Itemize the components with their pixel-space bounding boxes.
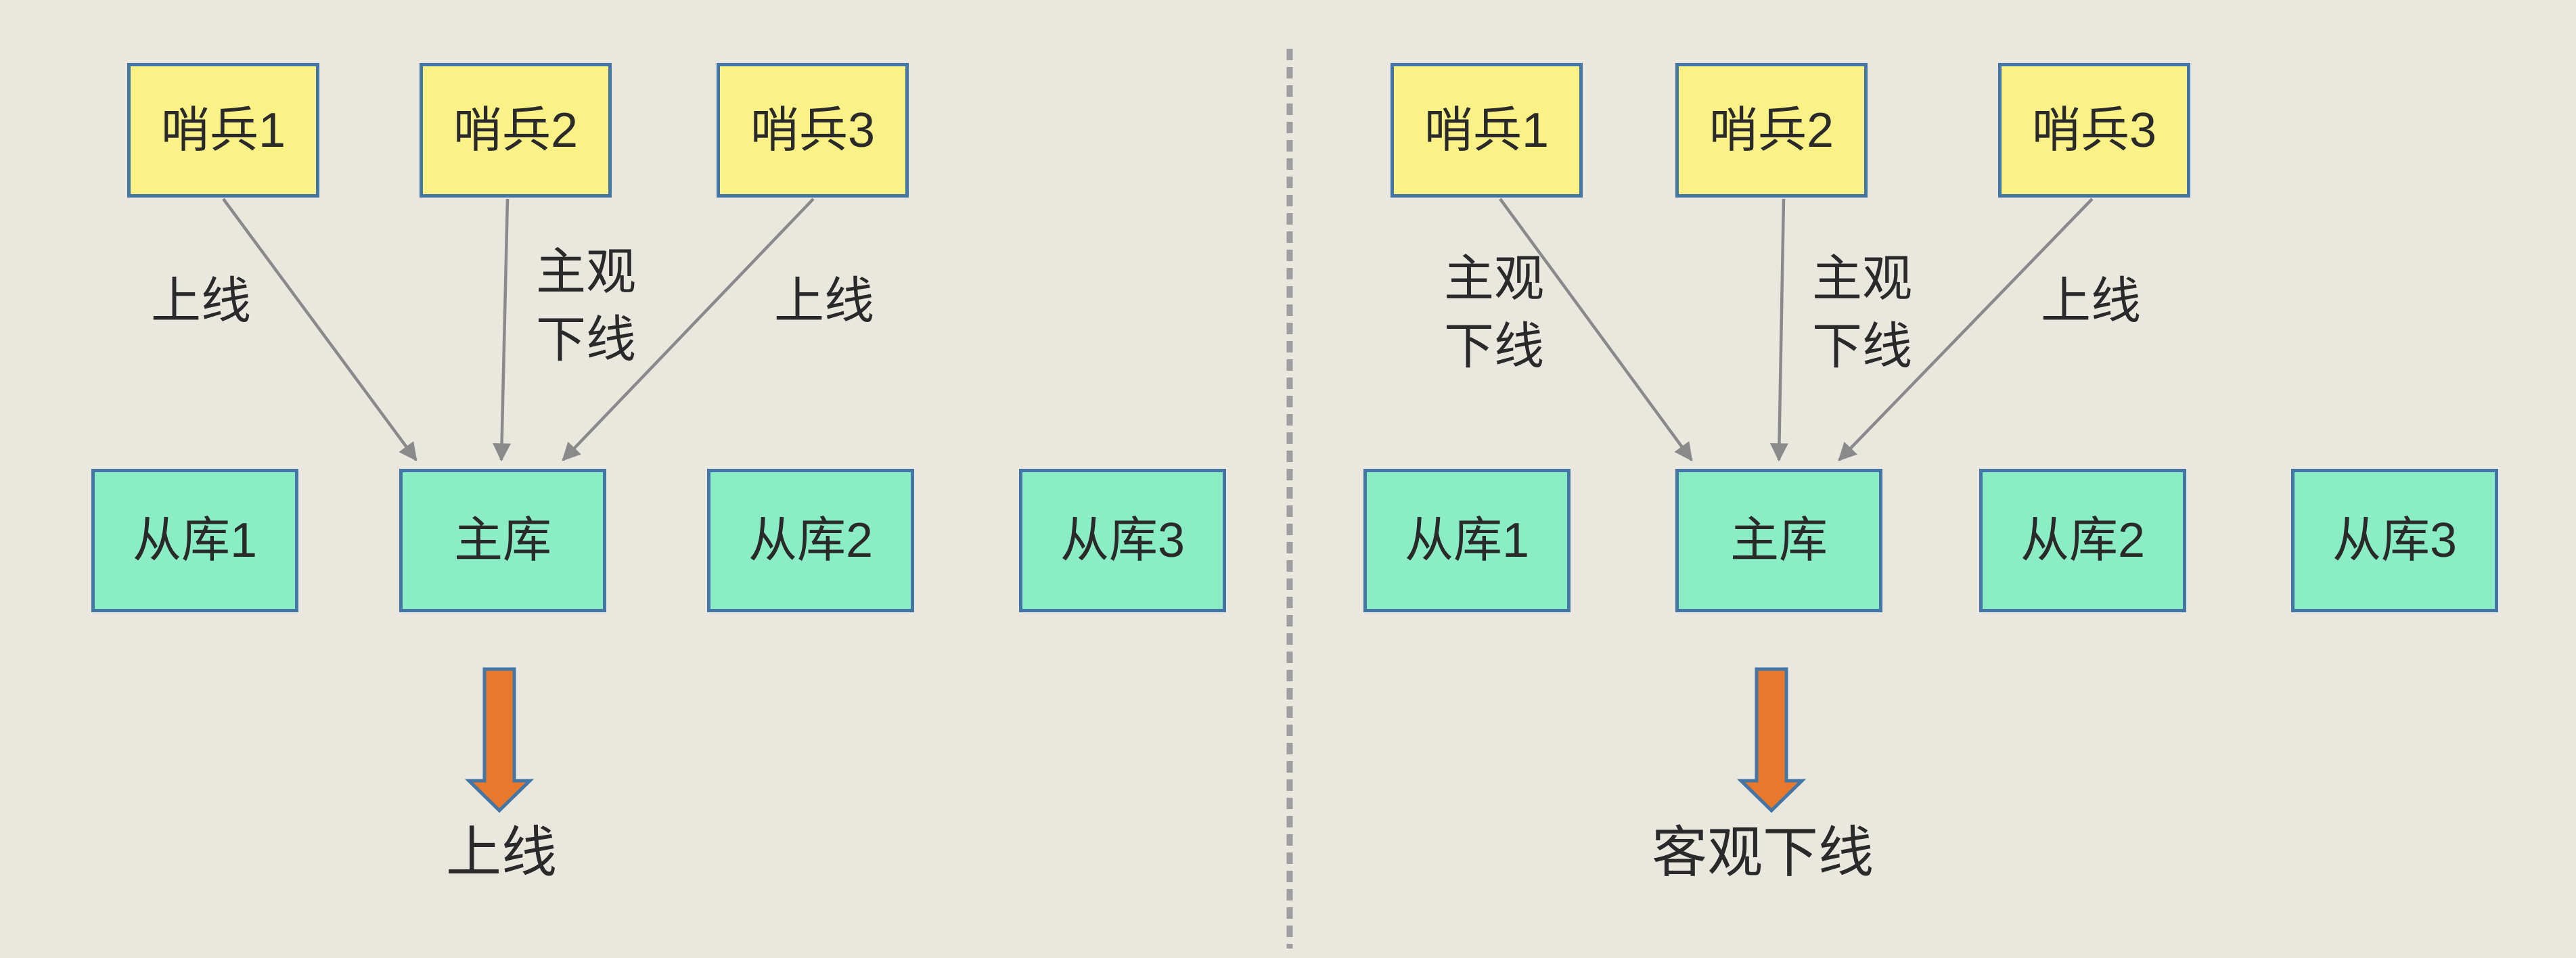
replica-1-box-left: 从库1 [91, 469, 298, 612]
connector-sentinel1-to-master-right [1499, 198, 1693, 461]
sentinel-2-box-left: 哨兵2 [420, 63, 612, 198]
replica-3-box-left: 从库3 [1019, 469, 1226, 612]
result-label-left: 上线 [445, 822, 558, 884]
connector-sentinel3-to-master-right [1838, 198, 2094, 461]
replica-2-box-right: 从库2 [1979, 469, 2186, 612]
replica-3-box-right: 从库3 [2291, 469, 2498, 612]
sentinel-1-box-right: 哨兵1 [1391, 63, 1583, 198]
sentinel-3-box-left: 哨兵3 [717, 63, 909, 198]
master-box-left: 主库 [399, 469, 606, 612]
sentinel-1-box-left: 哨兵1 [127, 63, 319, 198]
edge-label-sentinel3-left: 上线 [774, 273, 874, 329]
connector-sentinel2-to-master-right [1769, 198, 1788, 462]
sentinel-3-box-right: 哨兵3 [1998, 63, 2190, 198]
replica-2-box-left: 从库2 [707, 469, 914, 612]
edge-label-sentinel3-right: 上线 [2041, 273, 2141, 329]
connector-sentinel2-to-master-left [493, 198, 512, 462]
connector-sentinel1-to-master-left [222, 198, 417, 461]
result-down-arrow-icon-right [1736, 667, 1807, 813]
edge-label-sentinel1-right: 主观 下线 [1444, 250, 1544, 374]
result-label-right: 客观下线 [1651, 822, 1874, 884]
master-box-right: 主库 [1675, 469, 1882, 612]
replica-1-box-right: 从库1 [1363, 469, 1571, 612]
result-down-arrow-icon-left [464, 667, 535, 813]
connector-sentinel3-to-master-left [562, 198, 815, 461]
edge-label-sentinel2-right: 主观 下线 [1812, 250, 1912, 374]
sentinel-2-box-right: 哨兵2 [1675, 63, 1868, 198]
edge-label-sentinel1-left: 上线 [151, 273, 251, 329]
edge-label-sentinel2-left: 主观 下线 [536, 244, 636, 367]
